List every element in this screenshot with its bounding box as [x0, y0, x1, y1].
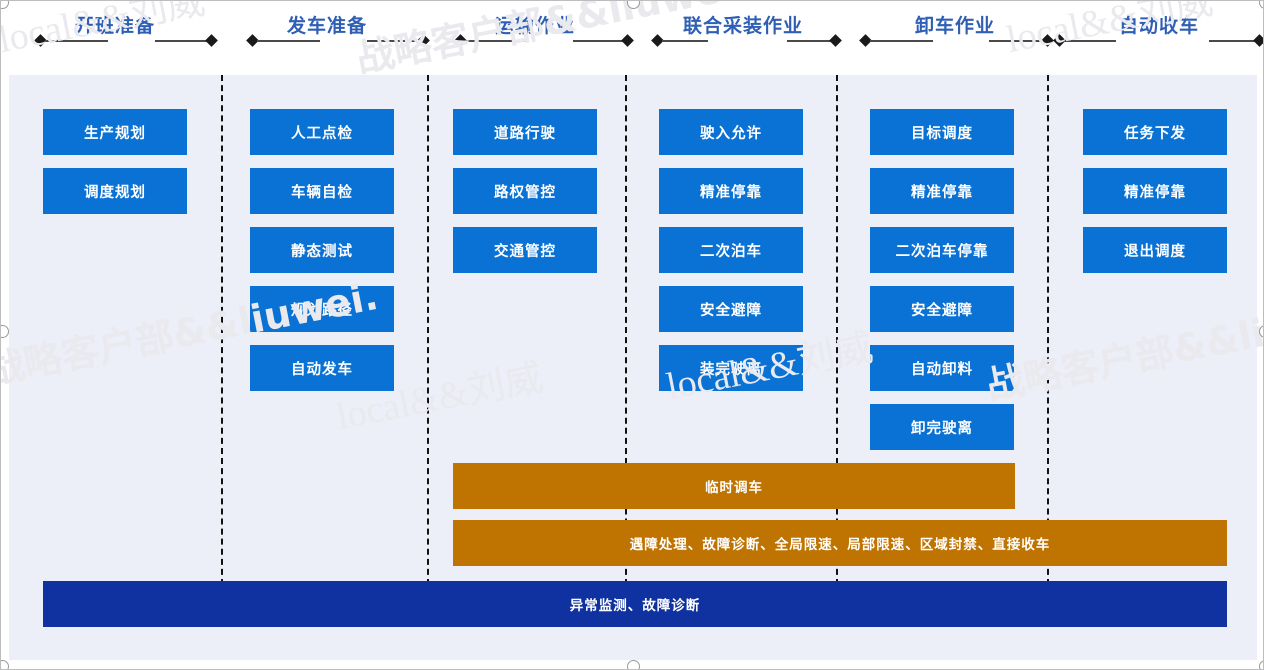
process-box[interactable]: 调度规划 [43, 168, 187, 214]
process-box[interactable]: 退出调度 [1083, 227, 1227, 273]
resize-handle-bottom-left[interactable] [1, 660, 9, 669]
phase-arrow [637, 34, 849, 48]
process-box[interactable]: 自动卸料 [870, 345, 1014, 391]
process-box[interactable]: 静态测试 [250, 227, 394, 273]
phase-自动收车[interactable]: 自动收车 [1053, 1, 1263, 75]
resize-handle-top-left[interactable] [1, 1, 9, 9]
phase-label: 自动收车 [1118, 16, 1199, 37]
process-box[interactable]: 任务下发 [1083, 109, 1227, 155]
phase-卸车作业[interactable]: 卸车作业 [849, 1, 1061, 75]
diamond-icon [1041, 34, 1054, 47]
arrow-line [787, 40, 835, 42]
process-box[interactable]: 装完驶离 [659, 345, 803, 391]
monitoring-bar[interactable]: 异常监测、故障诊断 [43, 581, 1227, 627]
column-divider [625, 75, 627, 585]
process-box[interactable]: 安全避障 [659, 286, 803, 332]
resize-handle-left-middle[interactable] [1, 325, 9, 338]
process-box[interactable]: 二次泊车停靠 [870, 227, 1014, 273]
process-box[interactable]: 车辆自检 [250, 168, 394, 214]
phase-arrow [9, 34, 221, 48]
process-box[interactable]: 道路行驶 [453, 109, 597, 155]
phase-header-strip: 开班准备 发车准备 运输作业 [9, 1, 1263, 75]
arrow-line [989, 40, 1047, 42]
phase-label: 卸车作业 [914, 16, 995, 37]
resize-handle-top-right[interactable] [1259, 1, 1263, 9]
arrow-line [45, 40, 108, 42]
process-box[interactable]: 生产规划 [43, 109, 187, 155]
process-box[interactable]: 二次泊车 [659, 227, 803, 273]
column-divider [836, 75, 838, 585]
arrow-line [870, 40, 933, 42]
phase-联合采装作业[interactable]: 联合采装作业 [637, 1, 849, 75]
arrow-line [1209, 40, 1259, 42]
diamond-icon [1253, 34, 1263, 47]
process-box[interactable]: 目标调度 [870, 109, 1014, 155]
arrow-line [257, 40, 320, 42]
arrow-line [1064, 40, 1116, 42]
arrow-line [465, 40, 525, 42]
column-divider [427, 75, 429, 585]
exception-handling-bar[interactable]: 遇障处理、故障诊断、全局限速、局部限速、区域封禁、直接收车 [453, 520, 1227, 566]
phase-发车准备[interactable]: 发车准备 [221, 1, 433, 75]
process-box[interactable]: 安全避障 [870, 286, 1014, 332]
phase-label: 联合采装作业 [682, 16, 803, 37]
arrow-line [573, 40, 627, 42]
phase-arrow [221, 34, 433, 48]
arrow-line [155, 40, 211, 42]
arrow-line [662, 40, 708, 42]
column-divider [1047, 75, 1049, 585]
process-box[interactable]: 路权管控 [453, 168, 597, 214]
process-box[interactable]: 精准停靠 [870, 168, 1014, 214]
phase-arrow [849, 34, 1061, 48]
column-divider [221, 75, 223, 585]
phase-arrow [433, 34, 637, 48]
resize-handle-top-center[interactable] [627, 1, 640, 9]
process-box[interactable]: 交通管控 [453, 227, 597, 273]
phase-label: 开班准备 [74, 16, 155, 37]
diagram-panel [9, 75, 1257, 660]
diamond-icon [829, 34, 842, 47]
process-box[interactable]: 精准停靠 [659, 168, 803, 214]
phase-label: 运输作业 [494, 16, 575, 37]
process-box[interactable]: 规划路径 [250, 286, 394, 332]
temp-dispatch-bar[interactable]: 临时调车 [453, 463, 1015, 509]
process-box[interactable]: 驶入允许 [659, 109, 803, 155]
diamond-icon [621, 34, 634, 47]
arrow-line [367, 40, 423, 42]
resize-handle-bottom-center[interactable] [627, 660, 640, 669]
process-box[interactable]: 人工点检 [250, 109, 394, 155]
phase-运输作业[interactable]: 运输作业 [433, 1, 637, 75]
process-box[interactable]: 卸完驶离 [870, 404, 1014, 450]
resize-handle-bottom-right[interactable] [1259, 660, 1263, 669]
diamond-icon [205, 34, 218, 47]
phase-label: 发车准备 [286, 16, 367, 37]
phase-arrow [1053, 34, 1263, 48]
phase-开班准备[interactable]: 开班准备 [9, 1, 221, 75]
diamond-icon [417, 34, 430, 47]
process-box[interactable]: 精准停靠 [1083, 168, 1227, 214]
process-box[interactable]: 自动发车 [250, 345, 394, 391]
resize-handle-right-middle[interactable] [1259, 325, 1263, 338]
